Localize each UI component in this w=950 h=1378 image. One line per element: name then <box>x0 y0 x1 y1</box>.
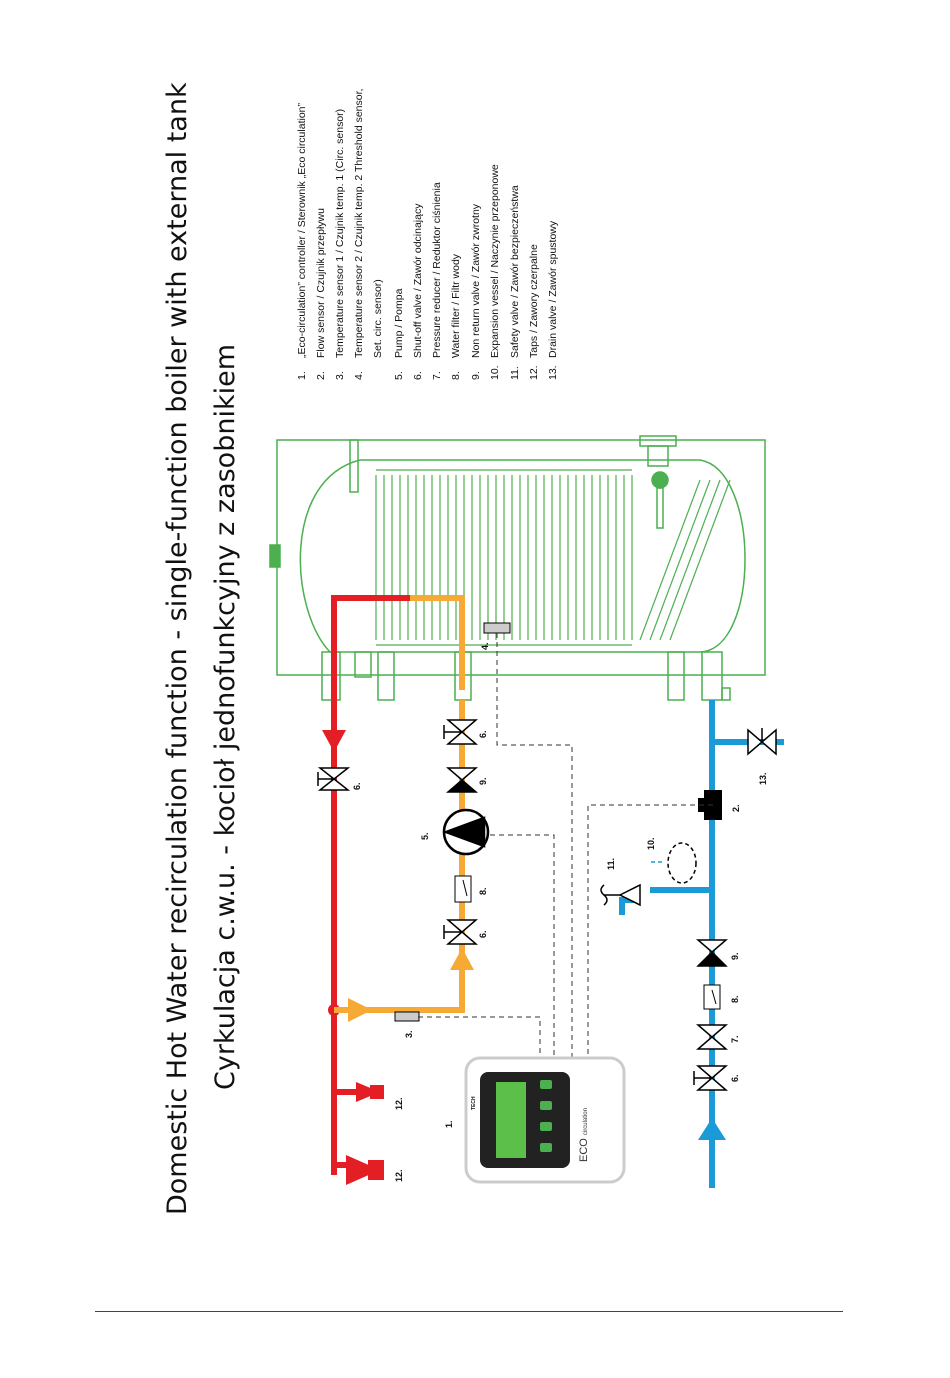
label-8-circ: 8. <box>478 887 488 895</box>
non-return-valve-9-cold <box>695 939 729 967</box>
shut-off-valve-6-circ-top <box>443 719 479 745</box>
circ-flow-arrow-2 <box>450 948 474 970</box>
temp-sensor-2 <box>483 622 511 634</box>
temp-sensor-1 <box>394 1011 420 1022</box>
controller-logo: ECO circulation <box>578 1108 590 1162</box>
water-filter-8-cold <box>703 984 721 1010</box>
control-wiring <box>418 633 713 1060</box>
water-filter-8-circ <box>454 875 472 903</box>
label-6-hot: 6. <box>352 782 362 790</box>
label-9-circ: 9. <box>478 777 488 785</box>
label-5: 5. <box>420 832 430 840</box>
tap-12-a <box>356 1082 384 1102</box>
label-6-circ-bottom: 6. <box>478 930 488 938</box>
hot-flow-arrow <box>322 730 346 752</box>
label-10: 10. <box>646 837 656 850</box>
shut-off-valve-6-cold <box>693 1065 729 1091</box>
label-3: 3. <box>404 1030 414 1038</box>
non-return-valve-9-circ <box>445 767 479 793</box>
label-8-cold: 8. <box>730 995 740 1003</box>
controller-brand: TECH <box>471 1096 477 1110</box>
tap-12-b <box>346 1155 384 1185</box>
label-13: 13. <box>758 772 768 785</box>
label-12-b: 12. <box>394 1169 404 1182</box>
label-9-cold: 9. <box>730 952 740 960</box>
label-12-a: 12. <box>394 1097 404 1110</box>
footer-divider <box>95 1311 843 1312</box>
label-6-cold: 6. <box>730 1074 740 1082</box>
cold-flow-arrow <box>698 1118 726 1140</box>
drain-valve-13 <box>747 728 777 756</box>
label-11: 11. <box>606 857 616 870</box>
label-4: 4. <box>480 642 490 650</box>
pump-5 <box>442 808 490 856</box>
shut-off-valve-6-hot <box>317 767 351 791</box>
label-6-circ-top: 6. <box>478 730 488 738</box>
circ-flow-arrow-1 <box>348 998 372 1022</box>
heating-coil <box>375 469 731 646</box>
safety-valve-11 <box>600 883 641 907</box>
label-7: 7. <box>730 1035 740 1043</box>
eco-controller-1 <box>464 1056 626 1184</box>
shut-off-valve-6-circ-bottom <box>443 919 479 945</box>
circulation-pipe <box>334 595 465 1013</box>
expansion-vessel-10 <box>650 842 697 884</box>
storage-tank <box>269 435 766 701</box>
pressure-reducer-7 <box>695 1024 729 1050</box>
label-2: 2. <box>731 804 741 812</box>
label-1: 1. <box>444 1120 454 1128</box>
